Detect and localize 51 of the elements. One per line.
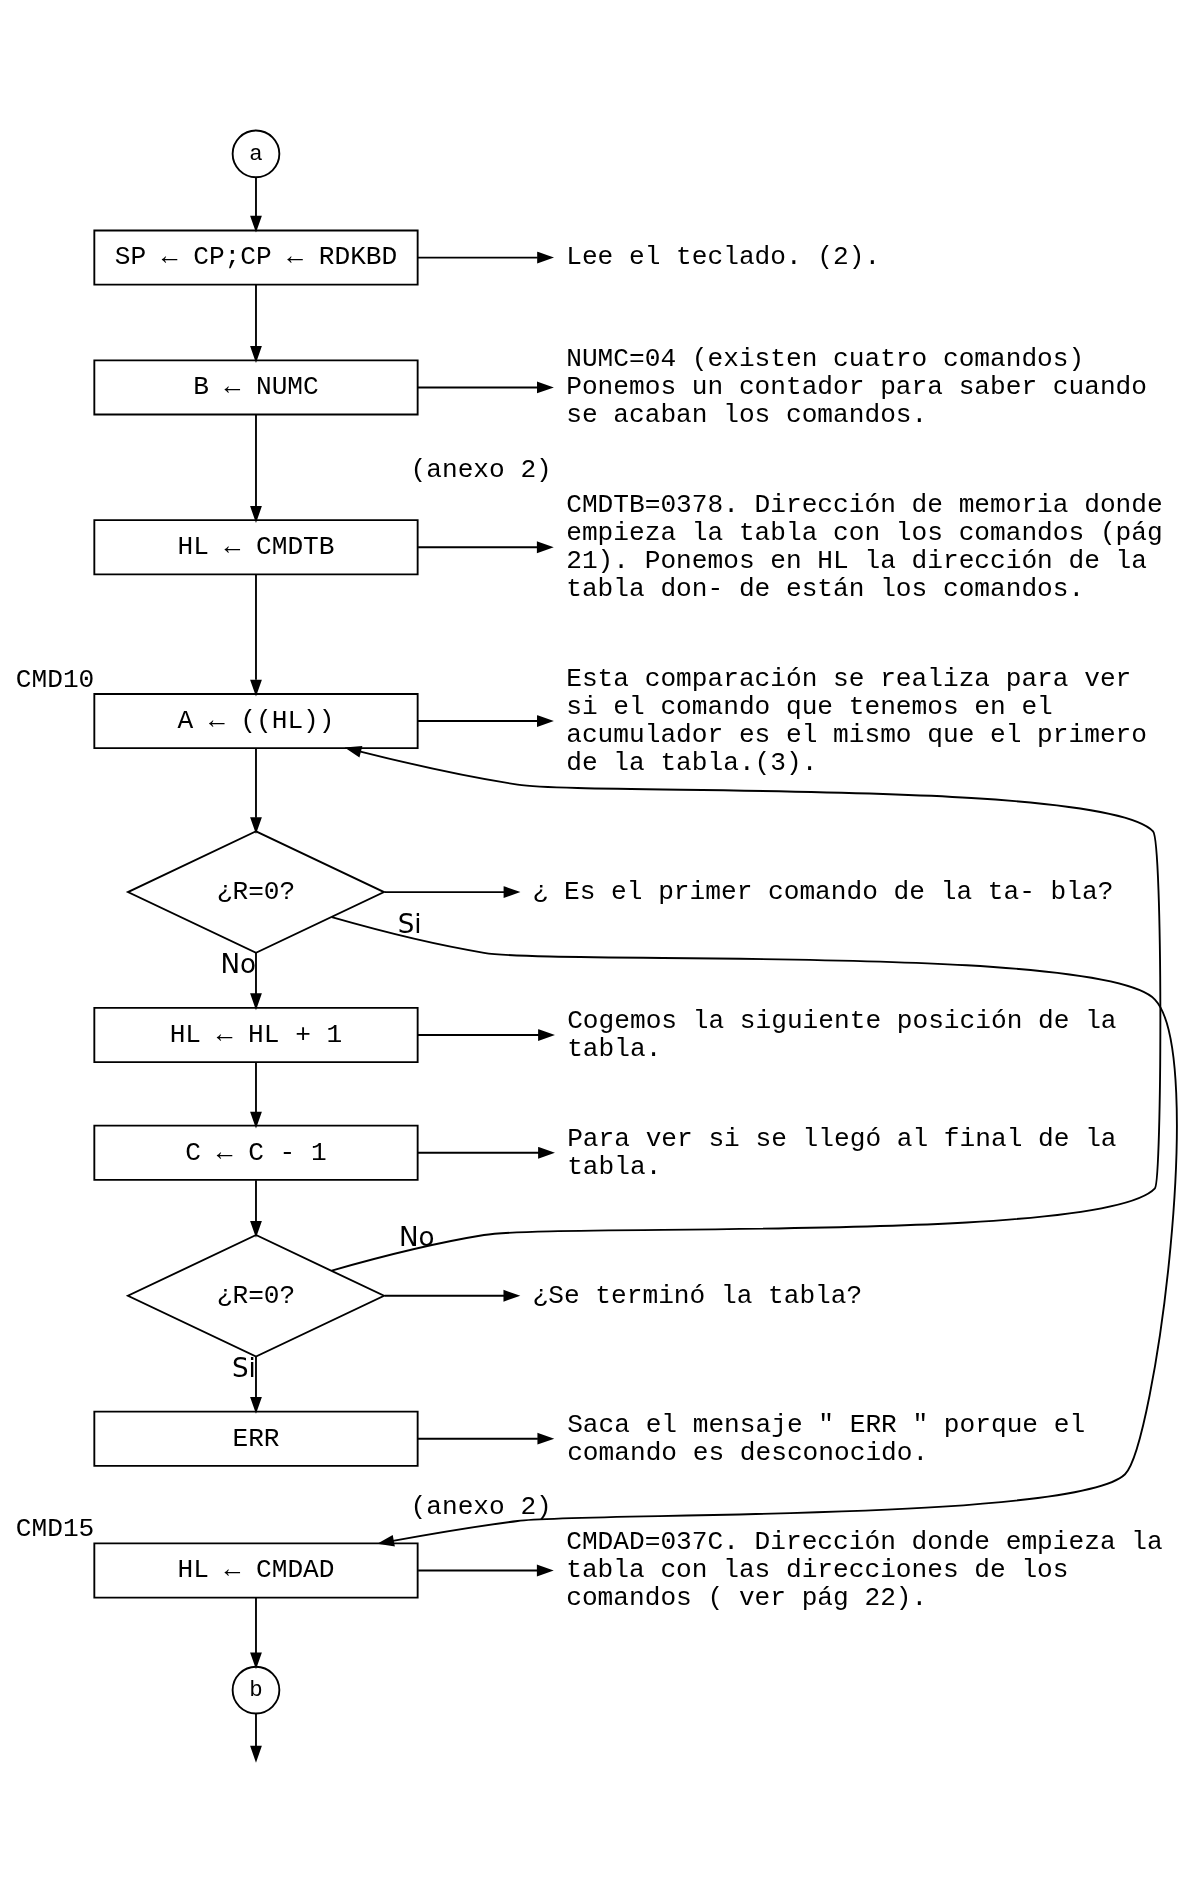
arrow	[250, 1596, 262, 1669]
node-text: CMDAD=037C. Dirección donde empieza la tabla con las direcciones de los comandos ( ver pág 22).	[566, 1526, 1163, 1613]
arrow	[330, 915, 1178, 1547]
node-text: NUMC=04 (existen cuatro comandos) Ponemos un contador para saber cuando se acaban los comandos.	[566, 343, 1147, 430]
arrow	[250, 746, 262, 834]
arrow	[250, 573, 262, 696]
node-box: HL ← HL + 1	[93, 1006, 419, 1063]
arrow	[250, 1060, 262, 1128]
node-box: C ← C - 1	[93, 1124, 419, 1181]
edge-label: No	[398, 1221, 435, 1252]
node-label: CMD15	[15, 1513, 95, 1544]
node-text: Saca el mensaje " ERR " porque el comando es desconocido.	[567, 1409, 1086, 1468]
arrow	[250, 413, 262, 523]
node-label: (anexo 2)	[410, 454, 552, 485]
arrow	[250, 1355, 262, 1414]
node-label: (anexo 2)	[410, 1491, 552, 1522]
node-box: SP ← CP;CP ← RDKBD	[93, 229, 419, 286]
arrow	[416, 1146, 555, 1159]
node-text: Cogemos la siguiente posición de la tabla.	[567, 1005, 1117, 1064]
node-box: HL ← CMDAD	[93, 1541, 419, 1598]
node-label: CMD10	[15, 664, 95, 695]
node-text: ¿Se terminó la tabla?	[532, 1280, 863, 1311]
arrow	[416, 1028, 555, 1041]
node-box: B ← NUMC	[93, 358, 419, 415]
arrow	[383, 1289, 521, 1302]
node-box: HL ← CMDTB	[93, 518, 419, 575]
arrow	[417, 1432, 555, 1445]
node-circle: a	[231, 129, 281, 178]
arrow	[330, 745, 1162, 1272]
arrow	[417, 1564, 554, 1576]
arrow	[416, 251, 554, 263]
node-text: CMDTB=0378. Dirección de memoria donde empieza la tabla con los comandos (pág 21). Ponemos en HL la dirección de la tabla don- de están los comandos.	[566, 489, 1163, 604]
arrow	[250, 1178, 262, 1238]
node-box: A ← ((HL))	[93, 692, 419, 749]
arrow	[383, 885, 521, 898]
node-diamond: ¿R=0?	[125, 829, 387, 954]
arrow	[416, 714, 554, 727]
node-circle: b	[231, 1665, 281, 1714]
arrow	[416, 381, 554, 393]
node-text: Lee el teclado. (2).	[566, 241, 881, 272]
node-box: ERR	[93, 1410, 419, 1467]
arrow	[417, 540, 554, 553]
arrow	[250, 951, 262, 1010]
arrow	[250, 283, 262, 363]
node-diamond: ¿R=0?	[125, 1233, 387, 1358]
node-text: Para ver si se llegó al final de la tabla.	[567, 1123, 1117, 1182]
arrow	[250, 1712, 262, 1763]
arrow	[250, 175, 262, 233]
edge-label: Si	[397, 908, 422, 939]
node-text: ¿ Es el primer comando de la ta- bla?	[532, 876, 1114, 907]
node-text: Esta comparación se realiza para ver si el comando que tenemos en el acumulador es el mismo que el primero de la tabla.(3).	[566, 663, 1147, 778]
